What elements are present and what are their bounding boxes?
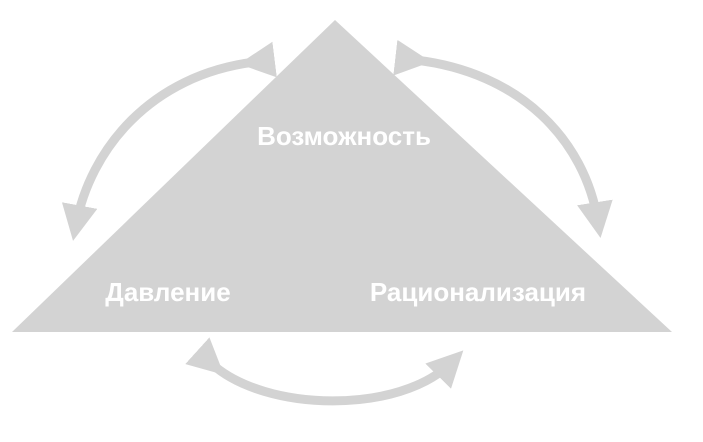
left-cycle-arrow <box>61 41 277 241</box>
label-rationalization: Рационализация <box>370 277 586 307</box>
right-cycle-arrow <box>393 39 613 238</box>
label-opportunity: Возможность <box>257 121 431 151</box>
bottom-cycle-arrow <box>185 337 464 406</box>
label-pressure: Давление <box>105 277 230 307</box>
triangle <box>12 20 672 332</box>
